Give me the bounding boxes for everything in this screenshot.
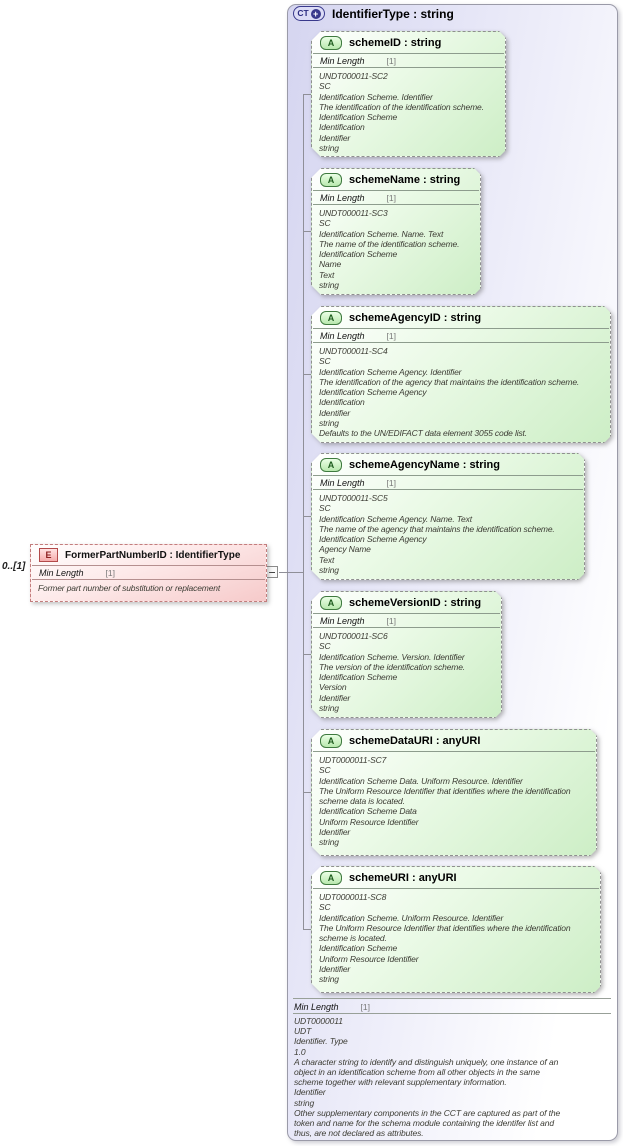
attribute-title: schemeVersionID : string (349, 596, 482, 609)
attribute-box-schemeName[interactable]: A schemeName : string Min Length [1] UND… (311, 168, 481, 295)
facet-row: Min Length [1] (31, 566, 266, 579)
facet-value: [1] (386, 330, 396, 341)
connector-stub (303, 792, 312, 793)
element-annotation: Former part number of substitution or re… (38, 583, 221, 593)
connector-line-vertical (303, 94, 304, 930)
connector-stub (303, 94, 312, 95)
attribute-annotation: UNDT000011-SC4 SC Identification Scheme … (319, 346, 580, 439)
minus-icon (269, 572, 275, 573)
attribute-title: schemeURI : anyURI (349, 871, 457, 884)
facet-value: [1] (386, 55, 396, 66)
connector-stub (303, 654, 312, 655)
attribute-box-schemeAgencyName[interactable]: A schemeAgencyName : string Min Length [… (311, 453, 585, 580)
connector-stub (303, 516, 312, 517)
facet-name: Min Length (320, 615, 365, 626)
attribute-annotation: UNDT000011-SC3 SC Identification Scheme.… (319, 208, 460, 291)
attribute-header[interactable]: A schemeID : string (312, 32, 505, 53)
facet-name: Min Length (294, 1001, 339, 1012)
facet-row: Min Length [1] (312, 614, 501, 627)
facet-row: Min Length [1] (312, 476, 584, 489)
divider (313, 751, 595, 752)
connector-stub (303, 231, 312, 232)
divider (313, 342, 609, 343)
element-title: FormerPartNumberID : IdentifierType (65, 549, 241, 561)
attribute-box-schemeURI[interactable]: A schemeURI : anyURI UDT0000011-SC8 SC I… (311, 866, 601, 993)
divider (32, 579, 265, 580)
attribute-icon: A (320, 311, 342, 325)
divider (313, 475, 583, 476)
divider (313, 613, 500, 614)
facet-name: Min Length (320, 192, 365, 203)
element-header[interactable]: E FormerPartNumberID : IdentifierType (31, 545, 266, 565)
attribute-icon: A (320, 36, 342, 50)
divider (313, 53, 504, 54)
facet-name: Min Length (320, 477, 365, 488)
complex-type-title: IdentifierType : string (332, 6, 454, 21)
facet-name: Min Length (320, 330, 365, 341)
attribute-icon: A (320, 871, 342, 885)
complex-type-icon-label: CT (297, 8, 309, 19)
attribute-annotation: UDT0000011-SC7 SC Identification Scheme … (319, 755, 571, 848)
cardinality-label: 0..[1] (2, 561, 26, 572)
attribute-header[interactable]: A schemeAgencyName : string (312, 454, 584, 475)
attribute-annotation: UNDT000011-SC2 SC Identification Scheme.… (319, 71, 484, 154)
attribute-title: schemeDataURI : anyURI (349, 734, 481, 747)
attribute-header[interactable]: A schemeVersionID : string (312, 592, 501, 613)
attribute-icon: A (320, 734, 342, 748)
element-box-FormerPartNumberID[interactable]: E FormerPartNumberID : IdentifierType Mi… (30, 544, 267, 602)
divider (313, 204, 479, 205)
divider (313, 489, 583, 490)
divider (313, 888, 599, 889)
divider (313, 190, 479, 191)
facet-row: Min Length [1] (312, 54, 505, 67)
attribute-annotation: UDT0000011-SC8 SC Identification Scheme.… (319, 892, 571, 985)
facet-value: [1] (386, 615, 396, 626)
attribute-annotation: UNDT000011-SC6 SC Identification Scheme.… (319, 631, 465, 714)
attribute-icon: A (320, 596, 342, 610)
attribute-header[interactable]: A schemeDataURI : anyURI (312, 730, 596, 751)
facet-value: [1] (386, 192, 396, 203)
attribute-title: schemeAgencyID : string (349, 311, 482, 324)
attribute-title: schemeID : string (349, 36, 442, 49)
attribute-box-schemeVersionID[interactable]: A schemeVersionID : string Min Length [1… (311, 591, 502, 718)
attribute-icon: A (320, 173, 342, 187)
divider (32, 565, 265, 566)
facet-row: Min Length [1] (312, 329, 610, 342)
facet-name: Min Length (320, 55, 365, 66)
divider (313, 67, 504, 68)
attribute-box-schemeID[interactable]: A schemeID : string Min Length [1] UNDT0… (311, 31, 506, 157)
facet-value: [1] (386, 477, 396, 488)
divider (313, 328, 609, 329)
divider (293, 1013, 611, 1014)
expand-plus-icon[interactable]: + (310, 8, 321, 19)
connector-stub (303, 929, 312, 930)
attribute-header[interactable]: A schemeURI : anyURI (312, 867, 600, 888)
collapse-toggle[interactable] (266, 566, 278, 578)
facet-row: Min Length [1] (294, 1000, 370, 1013)
facet-value: [1] (105, 567, 115, 578)
divider (313, 627, 500, 628)
facet-name: Min Length (39, 567, 84, 578)
attribute-title: schemeAgencyName : string (349, 458, 500, 471)
attribute-title: schemeName : string (349, 173, 461, 186)
attribute-header[interactable]: A schemeAgencyID : string (312, 307, 610, 328)
attribute-box-schemeAgencyID[interactable]: A schemeAgencyID : string Min Length [1]… (311, 306, 611, 443)
divider (293, 998, 611, 999)
attribute-icon: A (320, 458, 342, 472)
connector-stub (303, 374, 312, 375)
facet-value: [1] (360, 1001, 370, 1012)
element-icon: E (39, 548, 58, 562)
attribute-box-schemeDataURI[interactable]: A schemeDataURI : anyURI UDT0000011-SC7 … (311, 729, 597, 856)
attribute-annotation: UNDT000011-SC5 SC Identification Scheme … (319, 493, 555, 576)
complex-type-header[interactable]: CT + IdentifierType : string (293, 6, 454, 21)
attribute-header[interactable]: A schemeName : string (312, 169, 480, 190)
complex-type-icon[interactable]: CT + (293, 6, 325, 21)
facet-row: Min Length [1] (312, 191, 480, 204)
connector-line-main (279, 572, 304, 573)
complex-type-annotation: UDT0000011 UDT Identifier. Type 1.0 A ch… (294, 1016, 561, 1139)
